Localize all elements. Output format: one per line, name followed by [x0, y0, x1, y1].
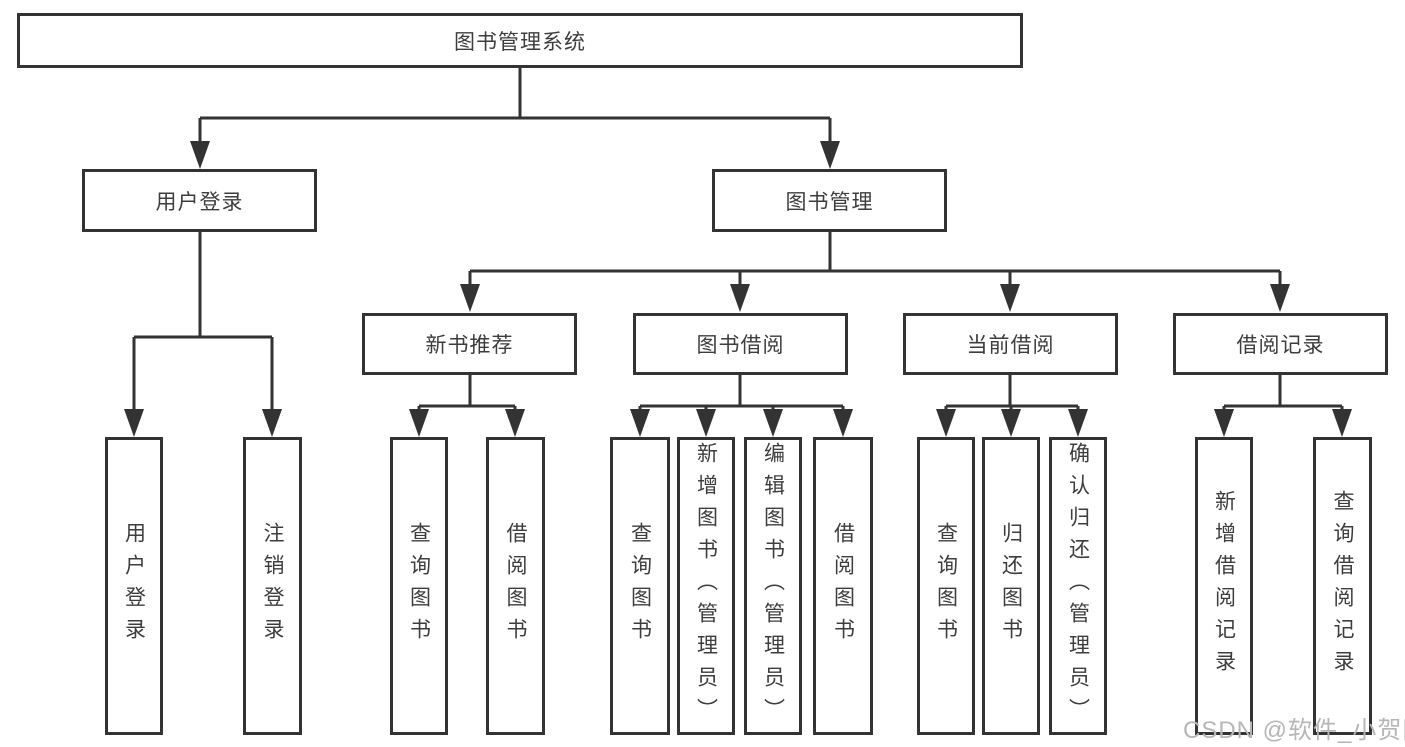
node-new-book-recommend-label: 新书推荐 [425, 334, 514, 357]
connector-current-borrowing-children [944, 375, 1080, 412]
node-user-login-label: 用户登录 [155, 190, 244, 214]
leaf-user-login: 用户登录 [105, 437, 163, 735]
leaf-nbr-borrow-books-label: 借阅图书 [504, 522, 527, 650]
arrow-leaf-user-login [124, 409, 144, 437]
connector-borrowing-records-children [1222, 375, 1344, 412]
leaf-br-add-record: 新增借阅记录 [1195, 437, 1253, 735]
leaf-user-login-label: 用户登录 [122, 522, 146, 650]
leaf-nbr-query-books: 查询图书 [390, 437, 448, 735]
connector-book-borrowing-children [638, 375, 845, 412]
watermark-text: CSDN @软件_小贺同学 [1183, 717, 1405, 744]
leaf-cb-return-books-label: 归还图书 [999, 522, 1023, 650]
arrow-user-login [190, 141, 210, 169]
leaf-bb-edit-books-admin-label: 编辑图书（管理员） [761, 442, 785, 730]
leaf-bb-borrow-books-label: 借阅图书 [831, 522, 855, 650]
arrow-br-add-record [1214, 409, 1234, 437]
leaf-logout: 注销登录 [243, 437, 302, 735]
node-borrowing-records-label: 借阅记录 [1236, 334, 1325, 357]
leaf-br-add-record-label: 新增借阅记录 [1212, 490, 1236, 682]
leaf-bb-query-books: 查询图书 [610, 437, 670, 735]
leaf-cb-confirm-return-admin-label: 确认归还（管理员） [1066, 442, 1090, 730]
arrow-bb-query-books [630, 409, 650, 437]
node-root-label: 图书管理系统 [454, 30, 586, 54]
leaf-cb-query-books-label: 查询图书 [934, 522, 958, 650]
node-book-management: 图书管理 [712, 169, 947, 232]
leaf-bb-borrow-books: 借阅图书 [813, 437, 873, 735]
arrow-book-management [820, 141, 840, 169]
leaf-nbr-query-books-label: 查询图书 [407, 522, 431, 650]
node-borrowing-records: 借阅记录 [1173, 313, 1388, 375]
connector-new-book-recommend-children [417, 375, 517, 412]
node-book-borrowing-label: 图书借阅 [696, 334, 785, 357]
arrow-bb-add-books [696, 409, 716, 437]
node-current-borrowing: 当前借阅 [903, 313, 1118, 375]
connector-book-management-children [468, 232, 1282, 287]
leaf-bb-query-books-label: 查询图书 [628, 522, 652, 650]
leaf-br-query-record: 查询借阅记录 [1313, 437, 1372, 735]
leaf-bb-add-books-admin: 新增图书（管理员） [677, 437, 735, 735]
arrow-borrowing-records [1270, 284, 1290, 312]
arrow-cb-query-books [936, 409, 956, 437]
arrow-br-query-record [1332, 409, 1352, 437]
node-current-borrowing-label: 当前借阅 [966, 334, 1055, 357]
node-book-management-label: 图书管理 [785, 190, 874, 214]
arrow-nbr-query-books [409, 409, 429, 437]
leaf-bb-edit-books-admin: 编辑图书（管理员） [744, 437, 802, 735]
arrow-cb-return-books [1001, 409, 1021, 437]
leaf-bb-add-books-admin-label: 新增图书（管理员） [694, 442, 718, 730]
arrow-bb-borrow-books [833, 409, 853, 437]
node-root: 图书管理系统 [17, 13, 1023, 68]
leaf-cb-confirm-return-admin: 确认归还（管理员） [1049, 437, 1107, 735]
connector-user-login-children [132, 232, 274, 412]
connector-root-to-level2 [198, 68, 832, 145]
node-user-login: 用户登录 [82, 169, 317, 232]
node-new-book-recommend: 新书推荐 [362, 313, 577, 375]
arrow-bb-edit-books [763, 409, 783, 437]
leaf-logout-label: 注销登录 [261, 522, 284, 650]
arrow-cb-confirm-return [1068, 409, 1088, 437]
arrow-new-book-recommend [460, 284, 480, 312]
arrow-book-borrowing [730, 284, 750, 312]
leaf-cb-query-books: 查询图书 [917, 437, 975, 735]
leaf-br-query-record-label: 查询借阅记录 [1331, 490, 1354, 682]
arrow-leaf-logout [262, 409, 282, 437]
node-book-borrowing: 图书借阅 [633, 313, 848, 375]
arrow-current-borrowing [1000, 284, 1020, 312]
leaf-cb-return-books: 归还图书 [982, 437, 1040, 735]
leaf-nbr-borrow-books: 借阅图书 [486, 437, 545, 735]
arrow-nbr-borrow-books [505, 409, 525, 437]
